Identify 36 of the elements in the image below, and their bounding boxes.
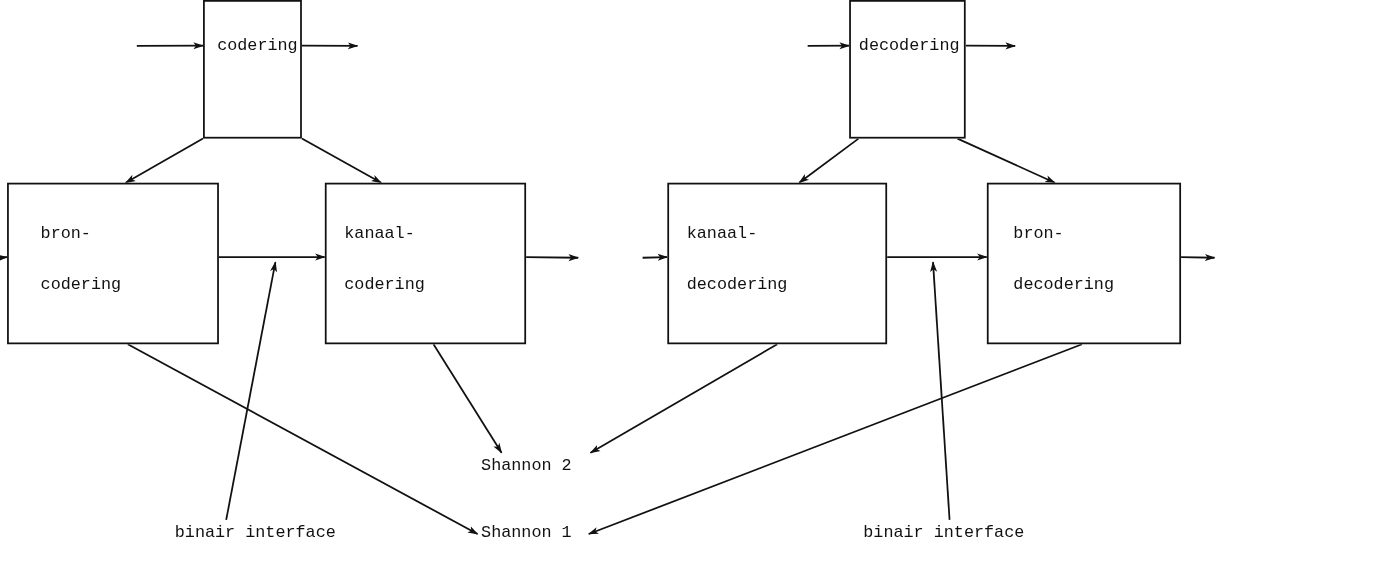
arrow xyxy=(135,42,204,50)
box-label: bron- decodering xyxy=(1013,223,1115,296)
box-label: decodering xyxy=(858,35,961,57)
box-label: kanaal- decodering xyxy=(686,223,789,296)
arrow xyxy=(301,42,359,50)
process-box xyxy=(849,0,966,139)
box-label: codering xyxy=(217,35,299,57)
arrow xyxy=(432,343,503,454)
arrow xyxy=(126,343,479,535)
arrow xyxy=(589,343,779,454)
annotation-label: Shannon 2 xyxy=(481,456,584,480)
annotation-label: binair interface xyxy=(174,522,359,546)
arrow xyxy=(964,42,1016,50)
arrow xyxy=(225,261,278,521)
annotation-label: binair interface xyxy=(863,522,1047,546)
arrow xyxy=(124,137,204,184)
arrow xyxy=(1180,254,1216,262)
process-box xyxy=(7,182,219,345)
arrow xyxy=(218,253,326,261)
arrow xyxy=(0,254,8,262)
arrow xyxy=(301,137,383,184)
arrow xyxy=(525,254,580,262)
arrow xyxy=(956,137,1056,184)
box-label: bron- codering xyxy=(40,223,123,296)
process-box xyxy=(324,182,527,345)
annotation-label: Shannon 1 xyxy=(481,522,584,546)
arrow xyxy=(798,137,860,184)
arrow xyxy=(930,261,951,521)
arrow xyxy=(587,343,1083,535)
arrow xyxy=(641,253,669,261)
arrow xyxy=(886,253,988,261)
arrow xyxy=(806,42,851,50)
process-box xyxy=(203,0,302,139)
process-box xyxy=(986,182,1182,345)
box-label: kanaal- codering xyxy=(344,223,426,296)
process-box xyxy=(667,182,888,345)
